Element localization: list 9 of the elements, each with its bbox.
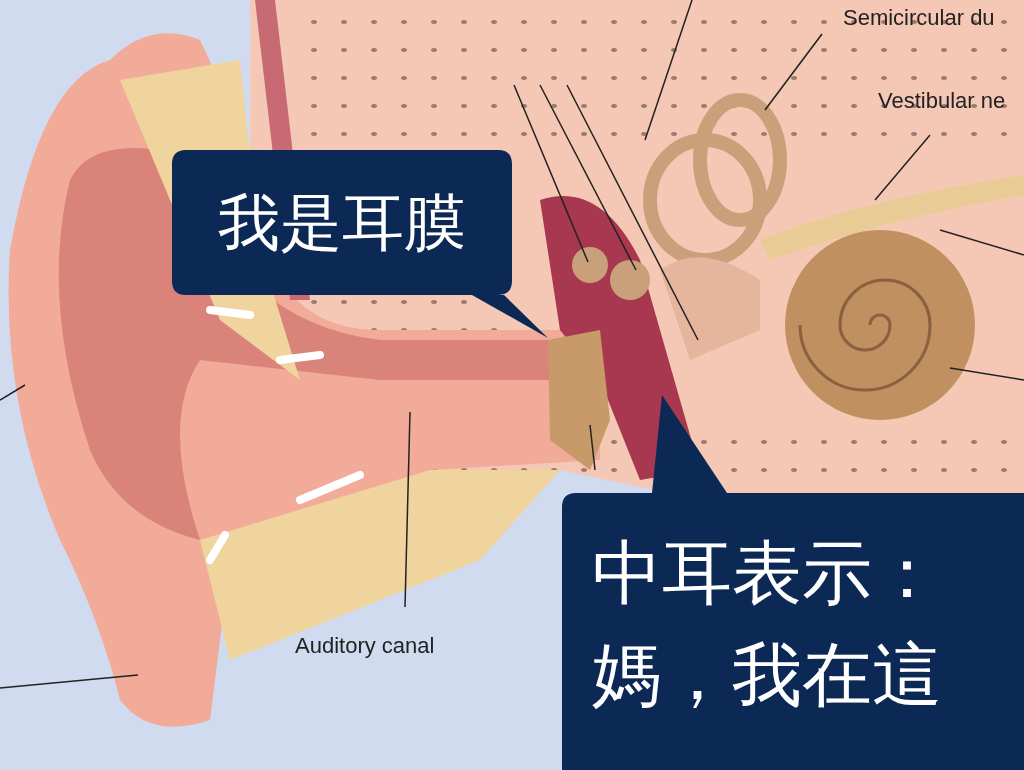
part-label: Vestibular ne: [878, 88, 1006, 114]
leader-line: [874, 134, 931, 201]
part-label: Semicircular du: [843, 5, 995, 31]
part-label: Auditory canal: [295, 633, 435, 659]
speech-bubble: [562, 393, 1024, 770]
leader-line: [764, 33, 823, 111]
leader-line: [404, 411, 411, 608]
callout-text: 中耳表示：媽，我在這: [592, 531, 943, 718]
callout-text: 我是耳膜: [217, 184, 467, 261]
